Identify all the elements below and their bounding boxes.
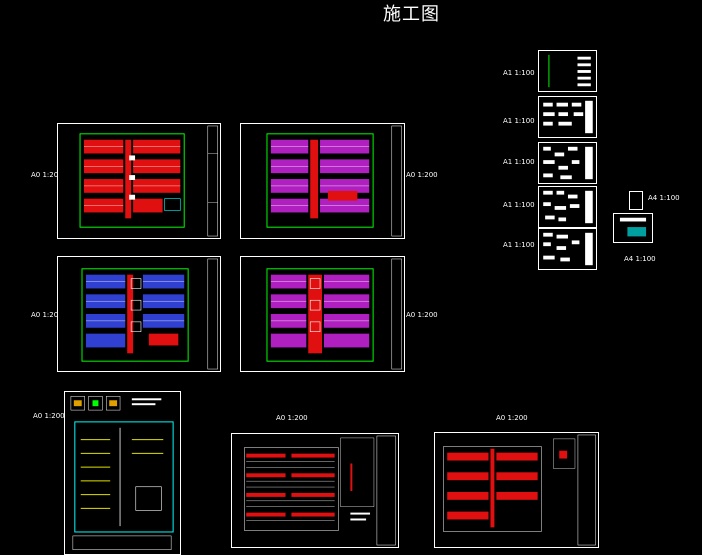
- detail-sheet: [619, 217, 647, 237]
- floor-plan: [266, 125, 402, 237]
- floor-plan: [266, 258, 402, 370]
- detail-sheet: [543, 190, 593, 224]
- detail-sheet: [548, 54, 591, 88]
- drawing-sheet[interactable]: [538, 96, 597, 138]
- drawing-sheet[interactable]: [231, 433, 399, 548]
- scale-label: A0 1:200: [496, 414, 528, 422]
- drawing-sheet[interactable]: [538, 186, 597, 228]
- drawing-sheet[interactable]: [538, 228, 597, 270]
- drawing-sheet[interactable]: [629, 191, 643, 210]
- drawing-sheet[interactable]: [240, 256, 405, 372]
- scale-label: A0 1:200: [31, 171, 63, 179]
- detail-sheet: [543, 232, 593, 266]
- drawing-sheet[interactable]: [57, 256, 221, 372]
- drawing-sheet[interactable]: [538, 142, 597, 184]
- drawing-sheet[interactable]: [613, 213, 653, 243]
- scale-label: A1 1:100: [503, 69, 535, 77]
- scale-label: A0 1:200: [406, 311, 438, 319]
- drawing-sheet[interactable]: [434, 432, 599, 548]
- scale-label: A1 1:100: [503, 158, 535, 166]
- scale-label: A1 1:100: [503, 241, 535, 249]
- floor-plan: [79, 125, 218, 237]
- scale-label: A0 1:200: [31, 311, 63, 319]
- scale-label: A0 1:200: [276, 414, 308, 422]
- drawing-sheet[interactable]: [64, 391, 181, 555]
- scale-label: A4 1:100: [648, 194, 680, 202]
- scale-label: A1 1:100: [503, 201, 535, 209]
- site-plan: [70, 396, 174, 550]
- section-plan: [244, 435, 396, 546]
- scale-label: A0 1:200: [406, 171, 438, 179]
- drawing-sheet[interactable]: [57, 123, 221, 239]
- detail-sheet: [543, 100, 593, 134]
- detail-sheet: [543, 146, 593, 180]
- scale-label: A0 1:200: [33, 412, 65, 420]
- floor-plan: [81, 258, 218, 370]
- drawing-sheet[interactable]: [240, 123, 405, 239]
- scale-label: A1 1:100: [503, 117, 535, 125]
- scale-label: A4 1:100: [624, 255, 656, 263]
- drawing-sheet[interactable]: [538, 50, 597, 92]
- section-plan: [443, 434, 596, 546]
- drawing-title: 施工图: [383, 4, 440, 25]
